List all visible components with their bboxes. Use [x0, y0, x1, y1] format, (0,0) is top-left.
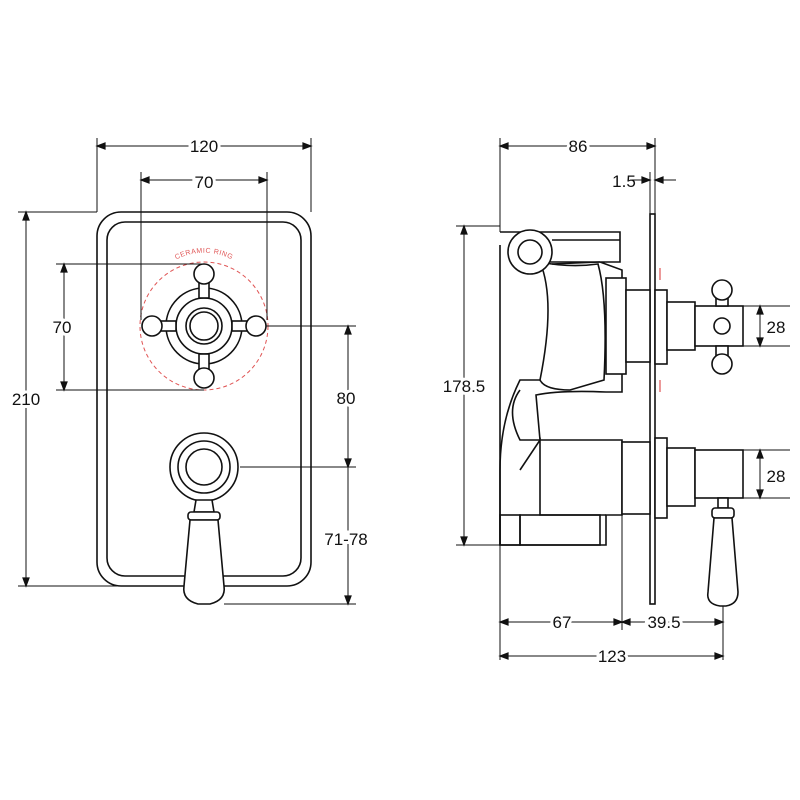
dim-plate: 1.5: [612, 172, 676, 214]
vertical-handle-label: 70: [53, 318, 72, 337]
dim-front-height: 210: [9, 210, 120, 588]
dim-side-depth: 86: [498, 134, 657, 232]
side-height-label: 178.5: [443, 377, 486, 396]
dim-front-width: 120: [95, 134, 313, 212]
body-depth-label: 67: [553, 613, 572, 632]
center-distance-label: 80: [337, 389, 356, 408]
top-connector-icon: [507, 229, 553, 275]
dim-total-depth: 123: [498, 644, 725, 669]
face-plate-side: [649, 213, 656, 605]
side-depth-label: 86: [569, 137, 588, 156]
dim-side-height: 178.5: [440, 224, 500, 547]
dim-top-spindle: 28: [743, 304, 790, 348]
dim-lever-projection: 71-78: [224, 467, 371, 606]
dim-bottom-spindle: 28: [743, 448, 790, 500]
projection-label: 39.5: [647, 613, 680, 632]
dim-body-projection: 67 39.5: [498, 515, 725, 660]
total-depth-label: 123: [598, 647, 626, 666]
dim-handle-spacing: 70: [139, 170, 269, 320]
dim-vertical-handle: 70: [50, 262, 204, 392]
bottom-spindle-label: 28: [767, 467, 786, 486]
plate-label: 1.5: [612, 172, 636, 191]
lever-handle-icon: [169, 432, 239, 605]
lever-projection-label: 71-78: [324, 530, 367, 549]
front-height-label: 210: [12, 390, 40, 409]
upper-spindle-icon: [605, 268, 744, 392]
lower-spindle-icon: [621, 437, 744, 607]
top-spindle-label: 28: [767, 318, 786, 337]
cross-handle-icon: [141, 263, 267, 389]
front-width-label: 120: [190, 137, 218, 156]
side-view: 86 1.5 178.5 28: [440, 134, 790, 669]
front-view: CERAMIC RING: [9, 134, 371, 606]
dim-center-distance: 80: [240, 324, 358, 469]
valve-body-icon: [499, 231, 623, 546]
handle-spacing-label: 70: [195, 173, 214, 192]
